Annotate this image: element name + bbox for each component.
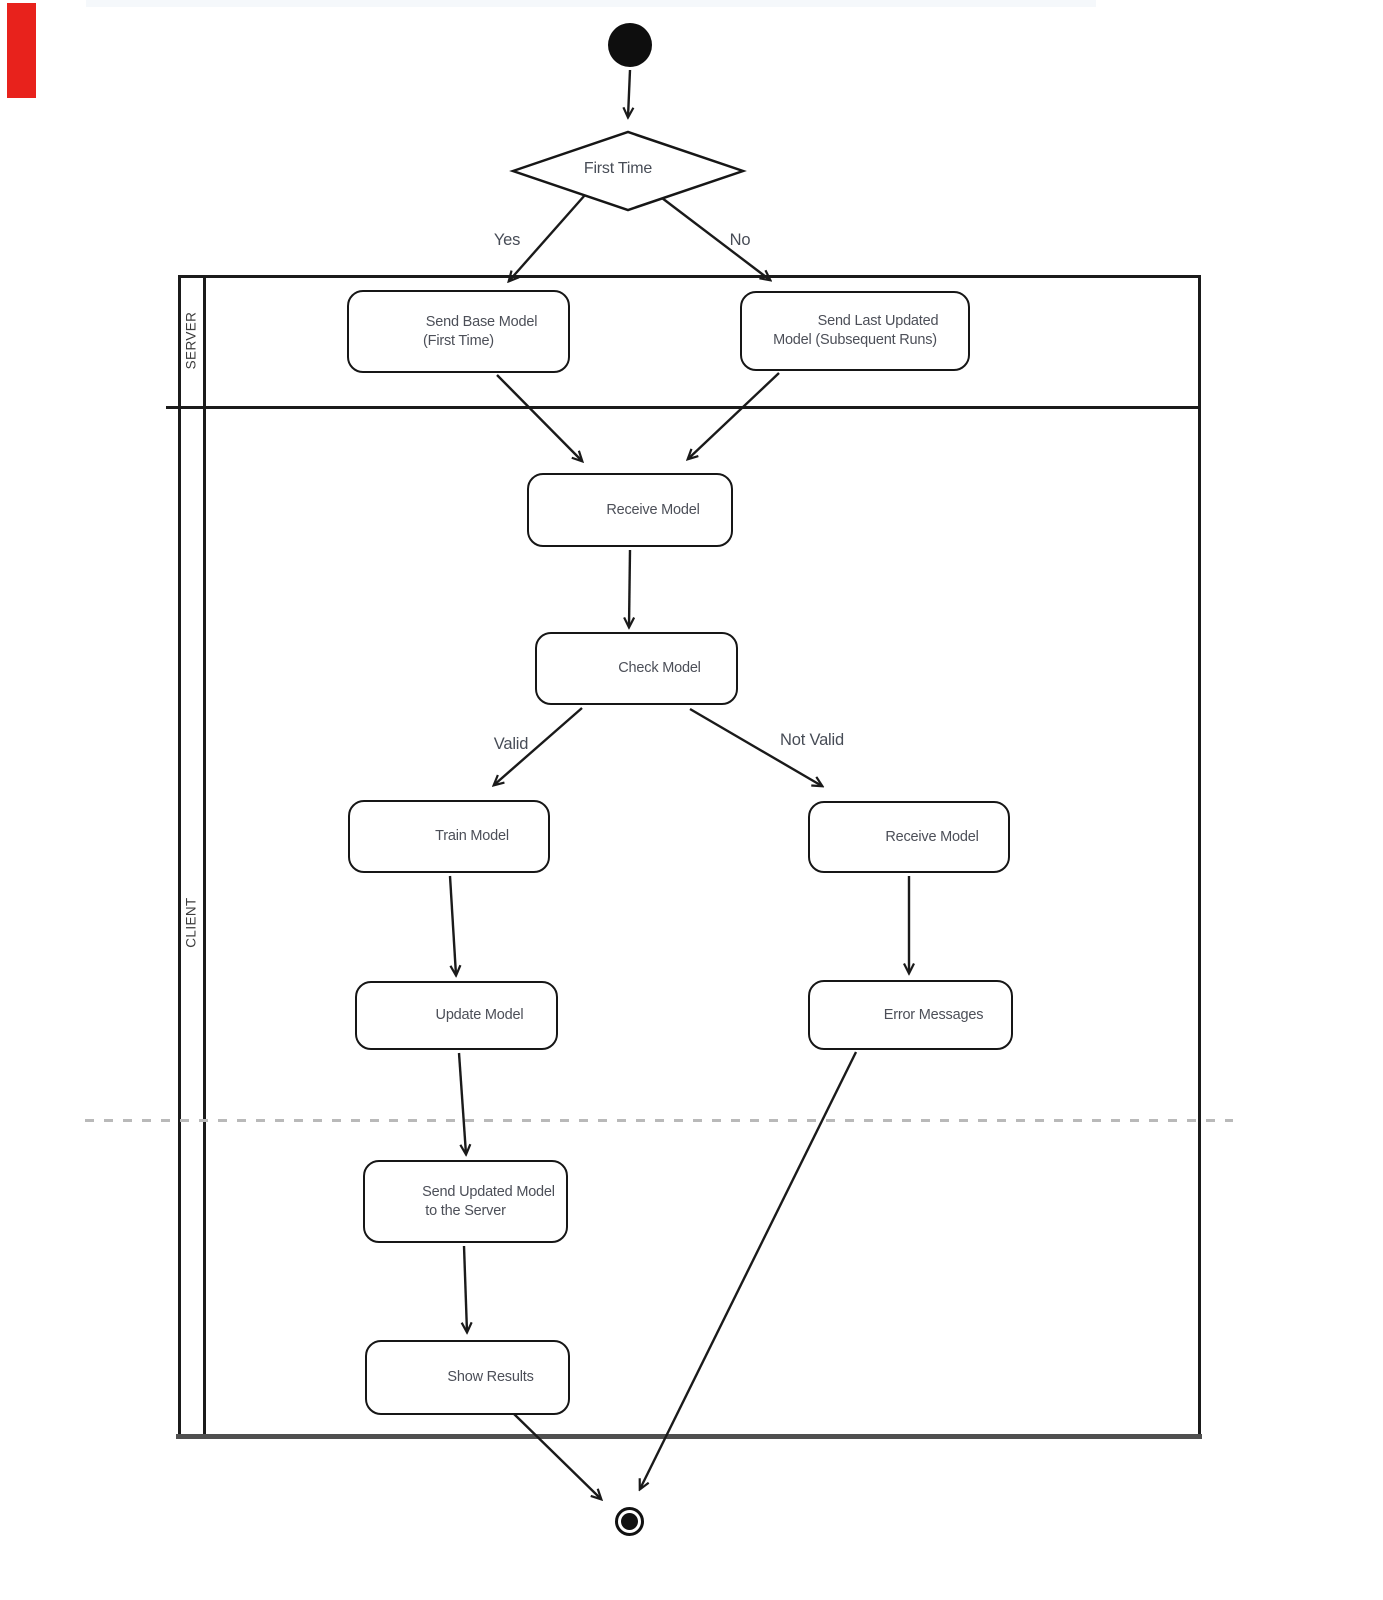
activity-label: Show Results — [447, 1369, 534, 1386]
activity-send-base-model: Send Base Model (First Time) — [347, 290, 570, 373]
edge-send-last-to-receive-model — [688, 372, 780, 459]
edge-no-to-send-last-updated — [661, 197, 770, 280]
edge-valid-to-train-model — [494, 707, 583, 785]
activity-receive-model-invalid: Receive Model — [808, 801, 1010, 873]
edge-update-to-send-updated — [457, 1052, 466, 1154]
guard-label-valid: Valid — [493, 735, 529, 753]
lane-divider-line — [166, 406, 1201, 409]
end-node-dot — [621, 1513, 638, 1530]
activity-update-model: Update Model — [355, 981, 558, 1050]
activity-error-messages: Error Messages — [808, 980, 1013, 1050]
activity-label: Error Messages — [883, 1006, 984, 1023]
activity-label: Send Last Updated — [817, 313, 939, 330]
activity-label: Train Model — [435, 828, 509, 845]
start-node — [608, 23, 652, 67]
frame-bottom-line — [176, 1434, 1202, 1439]
edge-not-valid-to-receive-model — [689, 707, 822, 786]
lane-label-divider-line — [203, 275, 206, 1438]
guard-label-no: No — [729, 231, 751, 249]
frame-left-line — [178, 275, 181, 1438]
edge-send-updated-to-show-results — [464, 1245, 467, 1332]
activity-train-model: Train Model — [348, 800, 550, 873]
edge-error-messages-to-end — [640, 1051, 858, 1489]
activity-label: Receive Model — [885, 828, 979, 845]
decision-label: First Time — [583, 160, 653, 177]
activity-label: Check Model — [618, 660, 701, 677]
page-break-dashed-line — [85, 1119, 1233, 1122]
activity-label: Model (Subsequent Runs) — [773, 332, 937, 348]
activity-receive-model: Receive Model — [527, 473, 733, 547]
activity-check-model: Check Model — [535, 632, 738, 705]
decision-diamond-shape — [509, 130, 747, 212]
activity-show-results: Show Results — [365, 1340, 570, 1415]
guard-label-not-valid: Not Valid — [780, 731, 844, 749]
activity-label: Send Base Model — [425, 313, 538, 330]
edge-receive-to-check-model — [629, 549, 630, 627]
activity-label: Update Model — [435, 1007, 524, 1024]
activity-label: Send Updated Model — [422, 1183, 555, 1200]
red-marker — [7, 3, 36, 98]
end-node — [615, 1507, 644, 1536]
frame-right-line — [1198, 275, 1201, 1438]
edge-show-results-to-end — [512, 1412, 601, 1499]
edge-start-to-decision — [628, 69, 630, 117]
activity-send-updated-model: Send Updated Model to the Server — [363, 1160, 568, 1243]
edge-yes-to-send-base-model — [509, 194, 586, 281]
page-top-band — [86, 0, 1096, 7]
activity-label: Receive Model — [606, 501, 700, 518]
guard-label-yes: Yes — [493, 231, 521, 249]
activity-label: to the Server — [425, 1202, 506, 1219]
edge-send-base-to-receive-model — [496, 374, 582, 461]
frame-top-line — [178, 275, 1201, 278]
activity-label: (First Time) — [423, 332, 494, 349]
edge-train-to-update-model — [448, 875, 456, 975]
